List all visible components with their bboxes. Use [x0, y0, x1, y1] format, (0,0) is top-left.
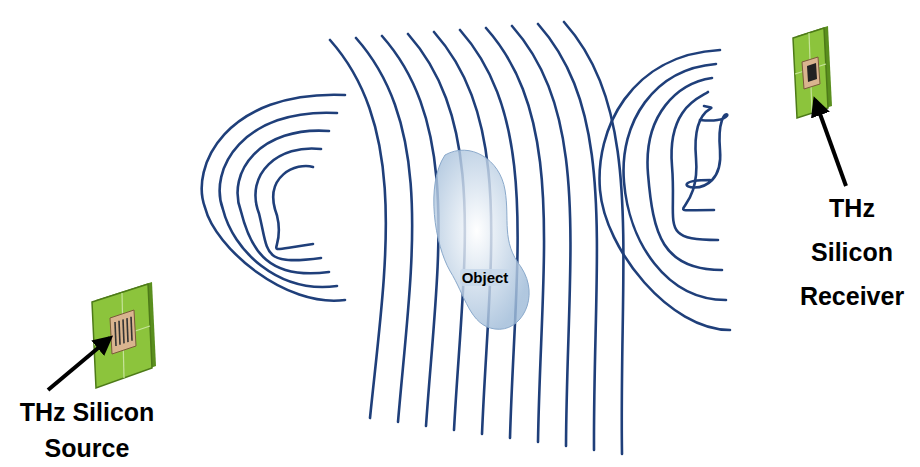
object-blob: Object	[425, 145, 537, 333]
object-label: Object	[460, 269, 511, 286]
receiver-chip	[793, 26, 832, 118]
receiver-label: THz Silicon Receiver	[788, 186, 916, 318]
wave-fronts	[202, 22, 730, 454]
leader-arrow	[48, 338, 110, 390]
source-label: THz Silicon Source	[2, 394, 172, 466]
leader-arrow	[815, 100, 846, 186]
source-chip	[92, 282, 156, 388]
blob-outline	[425, 145, 537, 333]
